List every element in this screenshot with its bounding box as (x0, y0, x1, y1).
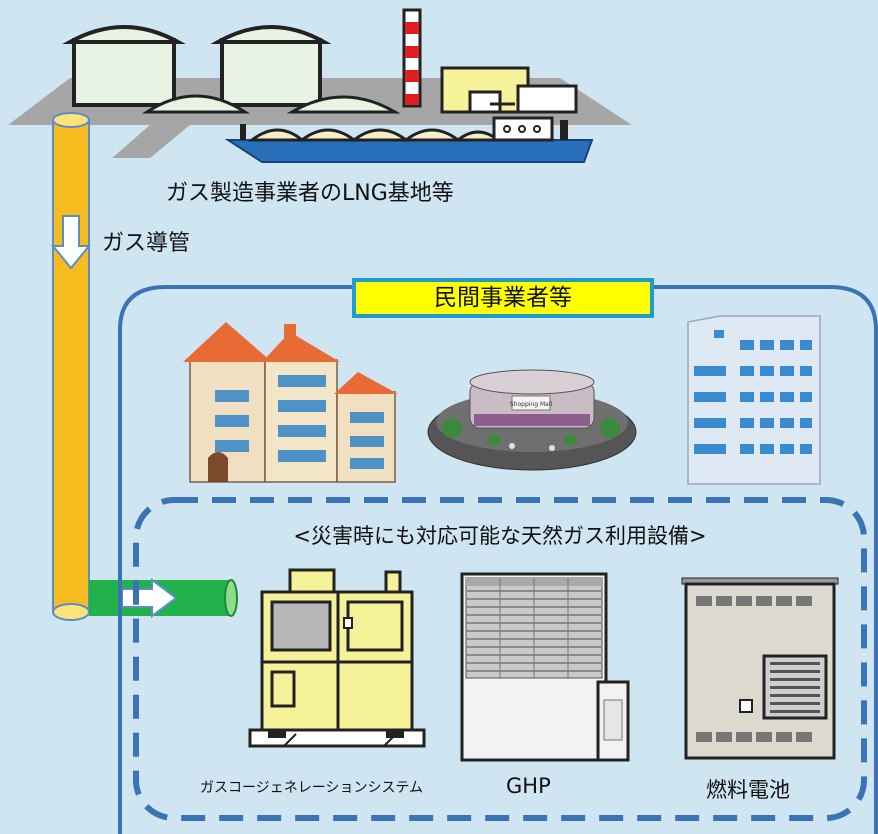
cogeneration-unit (248, 568, 426, 748)
lng-tank (62, 25, 186, 107)
lng-ship (224, 116, 594, 163)
gas-pipe-label: ガス導管 (102, 231, 191, 256)
lng-dome (141, 94, 251, 114)
mall-sign: Shopping Mall (510, 401, 553, 408)
down-arrow-icon (50, 215, 92, 270)
plant-building (468, 90, 502, 114)
ghp-unit (460, 572, 630, 762)
equipment-frame (133, 497, 867, 821)
ghp-label: GHP (506, 774, 551, 798)
cogeneration-label: ガスコージェネレーションシステム (200, 780, 424, 796)
fuel-cell-label: 燃料電池 (706, 778, 790, 802)
lng-dome (286, 95, 401, 114)
gas-pipe (52, 112, 90, 621)
lng-base-illustration (8, 8, 632, 163)
office-building (687, 315, 821, 485)
chimney (402, 8, 422, 108)
plant-building (516, 84, 578, 114)
fuel-cell-unit (681, 577, 839, 760)
ground-support (112, 125, 190, 158)
lng-tank (210, 25, 332, 107)
private-operators-label: 民間事業者等 (434, 285, 572, 311)
equipment-section-title: <災害時にも対応可能な天然ガス利用設備> (293, 524, 707, 548)
lng-base-label: ガス製造事業者のLNG基地等 (166, 181, 454, 206)
shopping-mall: Shopping Mall (427, 369, 637, 471)
private-operators-label-box (352, 278, 654, 318)
residential-building (183, 322, 398, 483)
